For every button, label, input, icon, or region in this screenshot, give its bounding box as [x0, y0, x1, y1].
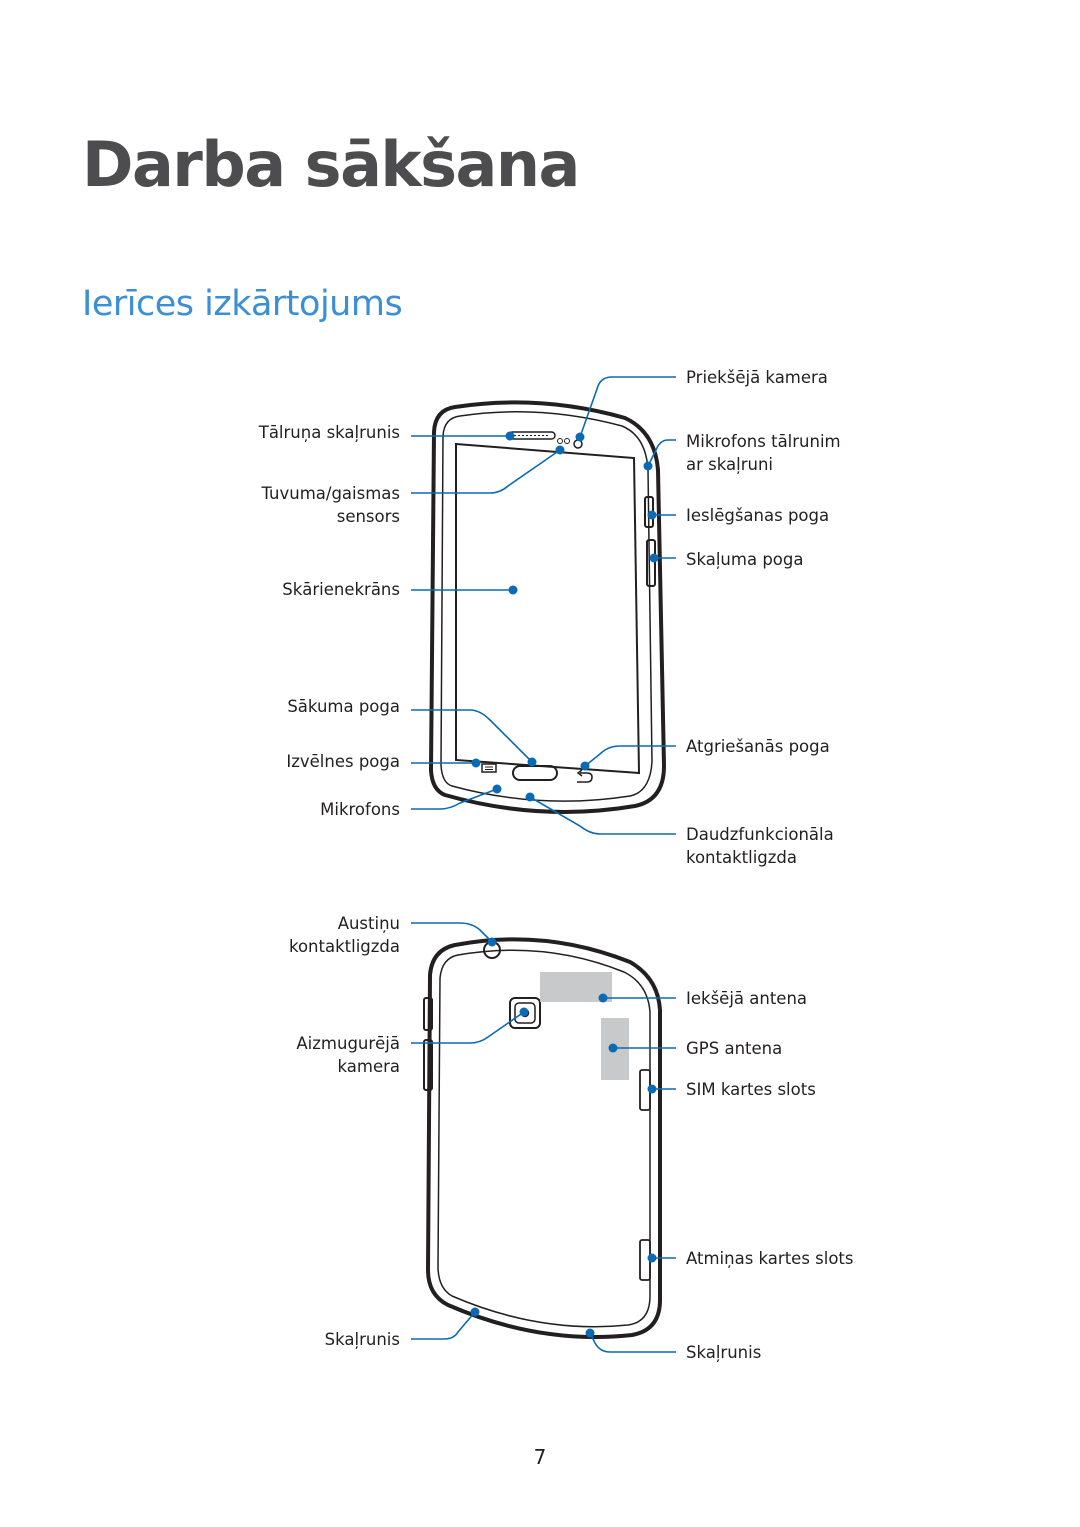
label-speaker-mic-line1: Mikrofons tālrunim — [686, 432, 841, 451]
callout-back-line — [584, 745, 676, 767]
label-sim-slot: SIM kartes slots — [686, 1080, 816, 1099]
label-rear-camera-line1: Aizmugurējā — [296, 1034, 400, 1053]
label-volume-button: Skaļuma poga — [686, 550, 804, 569]
label-rear-camera-line2: kamera — [337, 1057, 401, 1076]
label-memory-slot: Atmiņas kartes slots — [686, 1249, 854, 1268]
label-multipurpose-line1: Daudzfunkcionāla — [686, 825, 834, 844]
label-speaker-left: Skaļrunis — [324, 1330, 400, 1349]
label-power-button: Ieslēgšanas poga — [686, 506, 830, 525]
label-menu-button: Izvēlnes poga — [286, 752, 400, 771]
callout-sensor-line — [411, 449, 561, 494]
label-speaker-mic-line2: ar skaļruni — [686, 455, 773, 474]
callout-speaker-left-line — [411, 1311, 476, 1340]
callout-speaker-right-line — [589, 1332, 676, 1353]
callout-multi-line — [529, 796, 676, 835]
label-front-camera: Priekšējā kamera — [686, 368, 828, 387]
label-back-button: Atgriešanās poga — [686, 737, 830, 756]
label-speaker-right: Skaļrunis — [686, 1343, 762, 1362]
callout-front-camera-line — [579, 376, 676, 438]
label-headset-line2: kontaktligzda — [288, 937, 400, 956]
section-title: Ierīces izkārtojums — [82, 284, 403, 324]
label-touchscreen: Skārienekrāns — [282, 580, 400, 599]
page-number: 7 — [533, 1445, 547, 1469]
chapter-title: Darba sākšana — [82, 128, 580, 201]
callout-rear-camera-line — [411, 1011, 525, 1044]
front-device-illustration — [428, 400, 667, 814]
callout-mic-line — [411, 788, 498, 810]
callout-headset-line — [411, 922, 493, 943]
callout-lines — [411, 376, 676, 1353]
label-earpiece: Tālruņa skaļrunis — [258, 423, 400, 442]
callout-home-line — [411, 709, 533, 763]
label-sensor-line1: Tuvuma/gaismas — [261, 484, 400, 503]
callout-dots — [470, 431, 659, 1338]
label-internal-antenna: Iekšējā antena — [686, 989, 808, 1008]
label-microphone: Mikrofons — [320, 800, 400, 819]
label-multipurpose-line2: kontaktligzda — [686, 848, 798, 867]
label-gps-antenna: GPS antena — [686, 1039, 783, 1058]
callout-speaker-mic-line — [647, 439, 676, 467]
label-headset-line1: Austiņu — [337, 914, 400, 933]
label-home-button: Sākuma poga — [287, 697, 400, 716]
label-sensor-line2: sensors — [336, 507, 400, 526]
